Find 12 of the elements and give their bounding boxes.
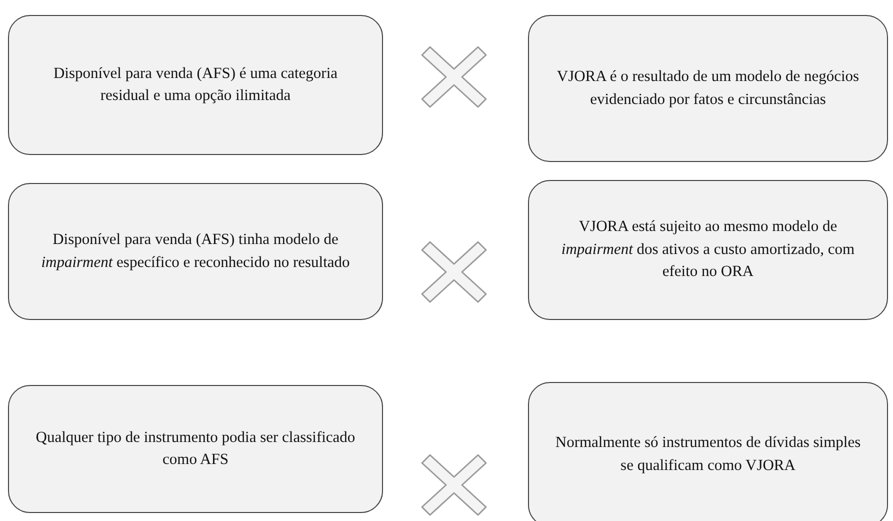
statement-box (8, 15, 383, 155)
statement-text: Qualquer tipo de instrumento podia ser classificado como AFS (35, 428, 356, 470)
statement-text: Disponível para venda (AFS) tinha modelo de impairment específico e reconhecido no resultado (40, 230, 351, 272)
statement-box (528, 382, 888, 521)
statement-box (528, 180, 888, 320)
statement-box (8, 385, 383, 513)
statement-text: Normalmente só instrumentos de dívidas simples se qualificam como VJORA (555, 433, 861, 476)
statement-text: Disponível para venda (AFS) é uma categoria residual e uma opção ilimitada (52, 64, 339, 106)
statement-text: VJORA está sujeito ao mesmo modelo de impairment dos ativos a custo amortizado, com efeito no ORA (560, 217, 856, 282)
statement-text: VJORA é o resultado de um modelo de negócios evidenciado por fatos e circunstâncias (556, 67, 860, 110)
statement-box (8, 183, 383, 320)
statement-box (528, 15, 888, 162)
